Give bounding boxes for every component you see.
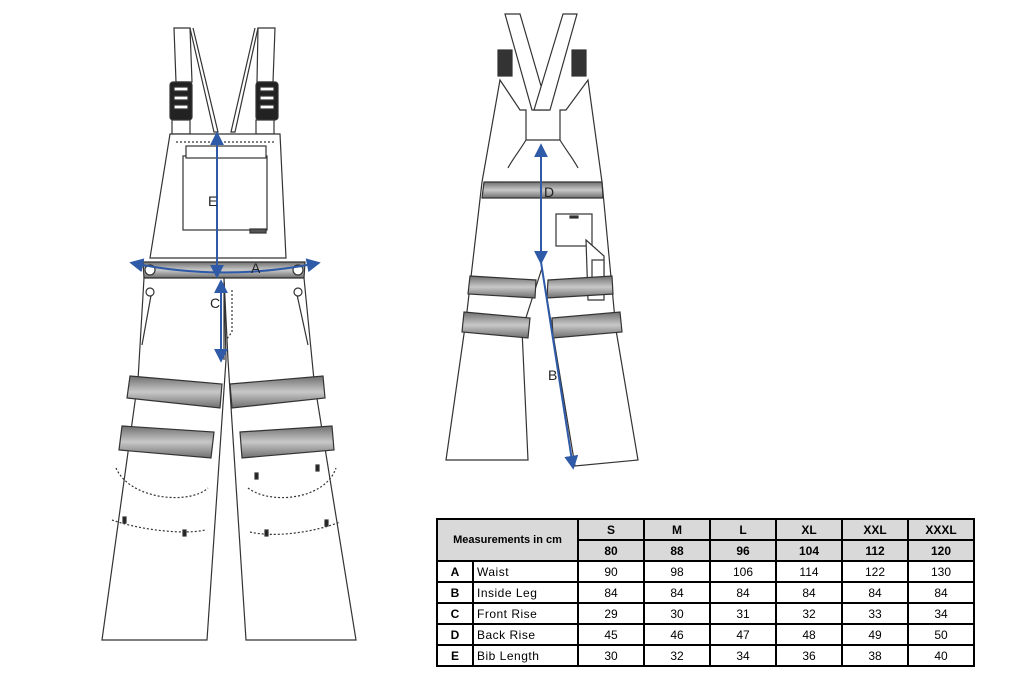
bib-pocket — [182, 155, 268, 231]
front-right-leg — [223, 277, 357, 641]
table-cell: 48 — [775, 623, 843, 646]
row-name: Front Rise — [472, 602, 579, 625]
table-row: E Bib Length 30 32 34 36 38 40 — [436, 644, 975, 667]
size-label: XL — [775, 518, 843, 541]
row-code: C — [436, 602, 474, 625]
table-row: D Back Rise 45 46 47 48 49 50 — [436, 623, 975, 646]
row-name: Back Rise — [472, 623, 579, 646]
table-cell: 122 — [841, 560, 909, 583]
table-row: C Front Rise 29 30 31 32 33 34 — [436, 602, 975, 625]
front-left-leg — [101, 277, 227, 641]
table-cell: 114 — [775, 560, 843, 583]
table-cell: 98 — [643, 560, 711, 583]
table-cell: 38 — [841, 644, 909, 667]
size-value: 88 — [643, 539, 711, 562]
back-buckle-icon — [497, 49, 513, 77]
strap-buckle-icon — [169, 81, 279, 121]
size-label: XXXL — [907, 518, 975, 541]
size-value: 104 — [775, 539, 843, 562]
back-measure-lines — [534, 143, 579, 470]
table-cell: 106 — [709, 560, 777, 583]
size-label: S — [577, 518, 645, 541]
row-code: D — [436, 623, 474, 646]
size-value: 120 — [907, 539, 975, 562]
table-cell: 84 — [577, 581, 645, 604]
measure-line-a — [129, 258, 321, 274]
dim-label-b: B — [548, 367, 557, 383]
front-straps — [173, 27, 276, 133]
back-pocket — [555, 213, 593, 247]
table-cell: 29 — [577, 602, 645, 625]
table-cell: 33 — [841, 602, 909, 625]
size-value: 112 — [841, 539, 909, 562]
measurements-header: Measurements in cm — [436, 518, 579, 562]
table-cell: 40 — [907, 644, 975, 667]
table-cell: 36 — [775, 644, 843, 667]
table-cell: 31 — [709, 602, 777, 625]
front-reflective-bands — [118, 375, 335, 459]
table-row: A Waist 90 98 106 114 122 130 — [436, 560, 975, 583]
size-header-row: Measurements in cm S M L XL XXL XXXL — [436, 518, 975, 562]
table-cell: 30 — [577, 644, 645, 667]
table-cell: 84 — [841, 581, 909, 604]
dim-label-c: C — [210, 295, 220, 311]
table-cell: 46 — [643, 623, 711, 646]
size-label: M — [643, 518, 711, 541]
row-name: Waist — [472, 560, 579, 583]
row-name: Bib Length — [472, 644, 579, 667]
back-reflective-bands — [461, 275, 623, 339]
table-cell: 34 — [709, 644, 777, 667]
row-code: E — [436, 644, 474, 667]
table-row: B Inside Leg 84 84 84 84 84 84 — [436, 581, 975, 604]
table-cell: 47 — [709, 623, 777, 646]
table-cell: 32 — [643, 644, 711, 667]
size-measurement-table: Measurements in cm S M L XL XXL XXXL 80 … — [436, 518, 975, 667]
row-code: A — [436, 560, 474, 583]
front-measure-lines — [129, 131, 321, 363]
table-cell: 130 — [907, 560, 975, 583]
table-cell: 45 — [577, 623, 645, 646]
front-view-overalls — [101, 27, 357, 641]
measure-line-b — [540, 261, 579, 470]
table-cell: 84 — [643, 581, 711, 604]
back-straps — [504, 13, 578, 111]
table-cell: 84 — [709, 581, 777, 604]
size-value-row: 80 88 96 104 112 120 — [437, 539, 975, 562]
size-value: 80 — [577, 539, 645, 562]
size-value: 96 — [709, 539, 777, 562]
table-cell: 84 — [907, 581, 975, 604]
size-label: L — [709, 518, 777, 541]
dim-label-e: E — [208, 193, 217, 209]
table-cell: 50 — [907, 623, 975, 646]
table-cell: 84 — [775, 581, 843, 604]
table-cell: 49 — [841, 623, 909, 646]
table-cell: 30 — [643, 602, 711, 625]
back-waist-band — [481, 181, 604, 199]
size-label: XXL — [841, 518, 909, 541]
table-cell: 32 — [775, 602, 843, 625]
back-view-overalls — [445, 13, 639, 467]
dim-label-a: A — [251, 260, 261, 276]
table-cell: 34 — [907, 602, 975, 625]
table-cell: 90 — [577, 560, 645, 583]
dim-label-d: D — [544, 184, 554, 200]
row-code: B — [436, 581, 474, 604]
row-name: Inside Leg — [472, 581, 579, 604]
